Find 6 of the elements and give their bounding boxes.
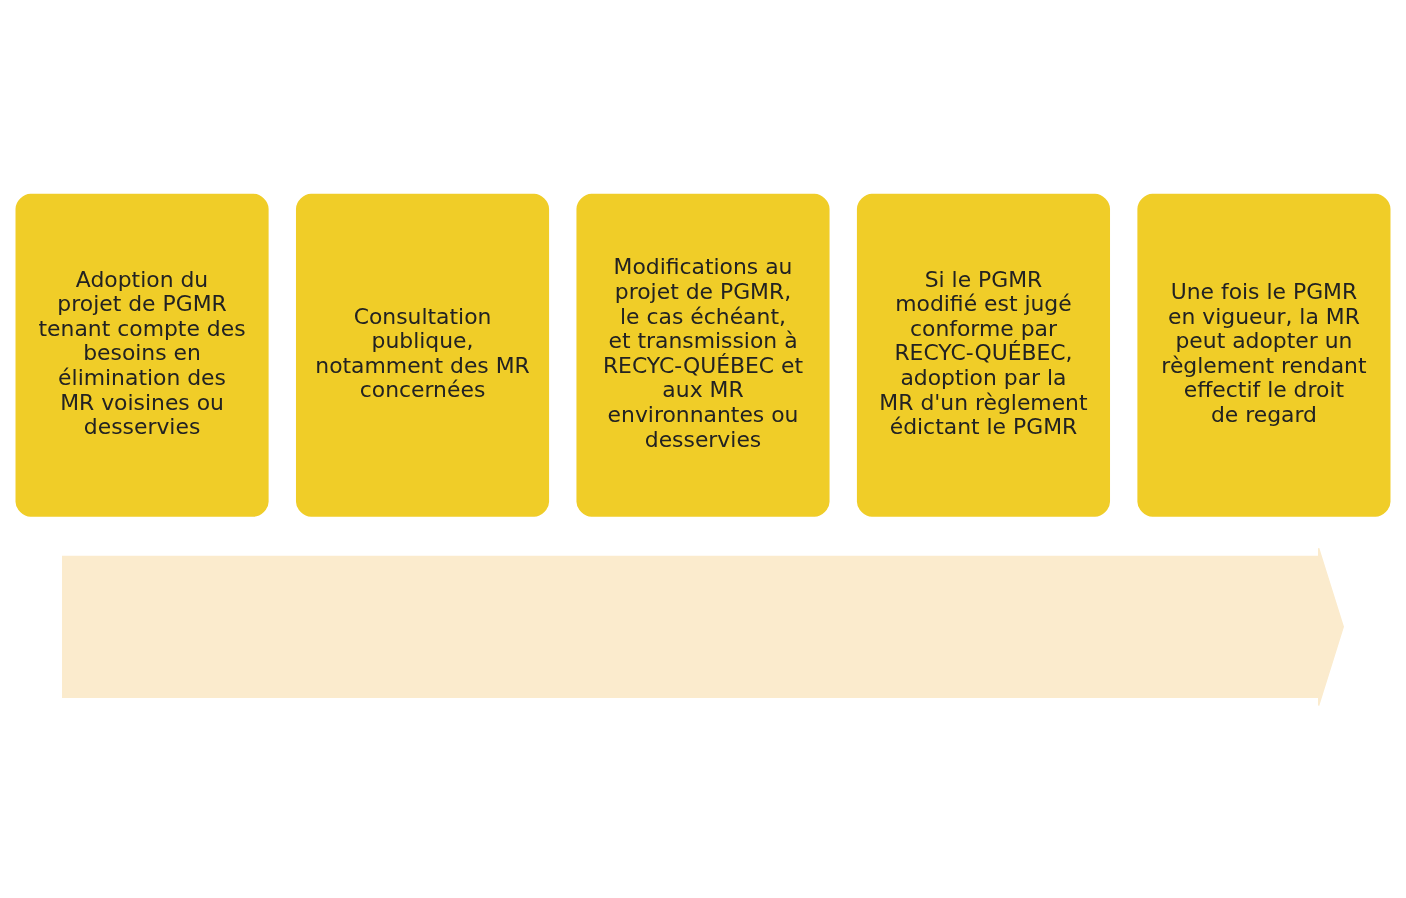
node-box: Une fois le PGMR en vigueur, la MR peut adopter un règlement rendant effectif le droit de regard [1134,191,1394,520]
node-box: Adoption du projet de PGMR tenant compte des besoins en élimination des MR voisines ou desservies [12,191,272,520]
node-arrow [62,547,1344,707]
node-box: Consultation publique, notamment des MR concernées [293,191,552,520]
node-box: Si le PGMR modifié est jugé conforme par RECYC-QUÉBEC, adoption par la MR d'un règlement édictant le PGMR [854,191,1113,520]
node-box: Modifications au projet de PGMR, le cas échéant, et transmission à RECYC-QUÉBEC et aux MR environnantes ou desservies [573,191,833,520]
